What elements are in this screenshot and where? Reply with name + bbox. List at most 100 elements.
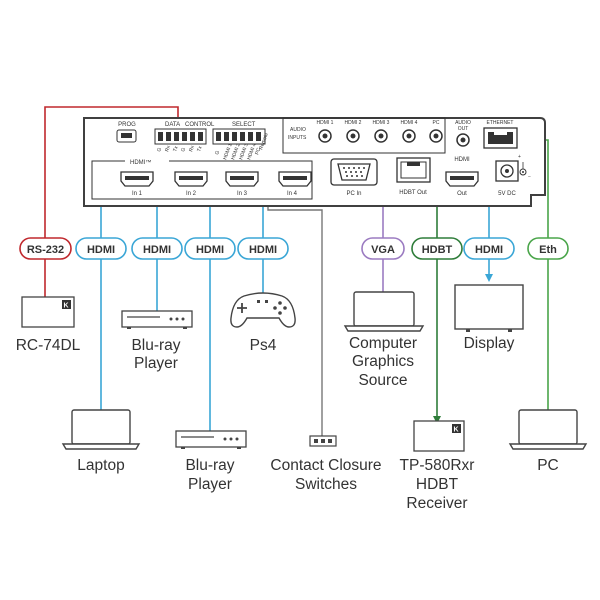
hdmi-pill-out: HDMI [463,237,515,260]
hdmi-input-group [91,160,313,200]
audio-jack-label-2: HDMI 2 [345,120,362,126]
bluray-player-top-device [121,310,193,329]
select-pin-labels: G HDMI 1 HDMI 2 HDMI 3 HDMI 4 PC [214,143,262,161]
svg-text:HDMI 3: HDMI 3 [238,143,250,161]
svg-text:HDMI: HDMI [87,244,115,256]
laptop-label: Laptop [77,457,124,474]
svg-text:Rx: Rx [188,144,196,152]
hdmi-cable-in3 [209,174,230,431]
tp580rxr-device: K [413,420,465,452]
audio-in-hdmi1-jack[interactable] [318,129,332,143]
svg-text:HDBT: HDBT [422,244,453,256]
hdbt-pill: HDBT [411,237,463,260]
select-terminal-pins [216,132,261,141]
receiver-label-1: TP-580Rxr [400,457,475,474]
svg-text:PC: PC [254,147,262,156]
select-label: SELECT [232,122,256,128]
bluray-top-label-2: Player [134,355,178,372]
hdbt-out-label: HDBT Out [399,190,427,196]
in4-label: In 4 [287,191,298,197]
audio-jack-label-3: HDMI 3 [373,120,390,126]
power-jack[interactable] [495,160,519,182]
kramer-logo-icon [62,300,71,309]
svg-text:Tx: Tx [196,145,204,153]
hdmi-pill-in4: HDMI [237,237,289,260]
ethernet-label: ETHERNET [487,120,514,126]
rs232-pill: RS-232 [19,237,72,260]
gamepad-icon [230,292,296,328]
control-label: CONTROL [185,122,215,128]
svg-text:Rx: Rx [164,144,172,152]
svg-text:K: K [454,427,459,434]
in1-label: In 1 [132,191,143,197]
rs232-cable [44,106,179,297]
audio-jack-label-4: HDMI 4 [401,120,418,126]
out-label: Out [457,191,467,197]
computer-label-2: Graphics [352,353,414,370]
contact-label-1: Contact Closure [270,457,381,474]
computer-label-3: Source [358,372,407,389]
svg-text:HDMI: HDMI [196,244,224,256]
hdbt-out-port[interactable] [396,157,431,183]
pc-laptop-icon [508,409,588,450]
bluray-player-bottom-device [175,430,247,449]
receiver-label-2: HDBT [416,476,459,493]
rc74dl-label: RC-74DL [16,337,81,354]
svg-text:HDMI 4: HDMI 4 [246,143,258,161]
audio-in-hdmi3-jack[interactable] [374,129,388,143]
audio-in-pc-jack[interactable] [429,129,443,143]
power-label: 5V DC [498,191,516,197]
bluray-top-label-1: Blu-ray [131,337,180,354]
pc-label: PC [537,457,559,474]
display-label: Display [464,335,515,352]
data-pin-labels: G Rx Tx G Rx Tx [156,144,204,152]
hdmi-out-port[interactable] [445,171,479,187]
power-minus: − [528,174,531,180]
svg-text:G: G [214,150,221,156]
pc-in-label: PC In [346,191,361,197]
audio-inputs-label-1: AUDIO [290,127,306,133]
hdmi-group-label: HDMI™ [130,159,151,166]
audio-in-hdmi2-jack[interactable] [346,129,360,143]
eth-pill: Eth [527,237,569,260]
prog-label: PROG [118,122,136,128]
bluray-bottom-label-1: Blu-ray [185,457,234,474]
audio-out-jack[interactable] [456,133,470,147]
receiver-label-3: Receiver [406,495,467,512]
kramer-logo-icon-receiver [452,424,461,433]
hdmi-in-1-port[interactable] [120,171,154,187]
vga-port[interactable] [330,158,378,186]
svg-text:HDMI 2: HDMI 2 [230,143,242,161]
audio-out-label-2: OUT [458,126,469,132]
svg-text:HDMI: HDMI [143,244,171,256]
hdmi-in-2-port[interactable] [174,171,208,187]
vga-pill: VGA [361,237,405,260]
svg-text:K: K [64,303,69,310]
svg-text:HDMI: HDMI [475,244,503,256]
hdmi-in-4-port[interactable] [278,171,312,187]
in3-label: In 3 [237,191,248,197]
data-label: DATA [165,122,180,128]
svg-text:G: G [180,147,187,153]
svg-text:G: G [156,147,163,153]
svg-text:HDMI 1: HDMI 1 [222,143,234,161]
computer-label-1: Computer [349,335,417,352]
hdmi-pill-in3: HDMI [184,237,236,260]
audio-jack-label-5: PC [433,120,440,126]
audio-jack-label-1: HDMI 1 [317,120,334,126]
audio-inputs-label-2: INPUTS [288,135,307,141]
audio-input-group [282,117,446,154]
hdmi-pill-in2: HDMI [131,237,183,260]
svg-text:VGA: VGA [371,244,395,256]
power-polarity-icon [519,162,527,176]
laptop-icon [61,409,141,450]
contact-label-2: Switches [295,476,357,493]
ethernet-port[interactable] [483,127,518,149]
in2-label: In 2 [186,191,197,197]
hdmi-in-3-port[interactable] [225,171,259,187]
computer-laptop-icon [343,291,425,332]
contact-closure-icon [309,435,337,447]
hdmi-pill-in1: HDMI [75,237,127,260]
audio-in-hdmi4-jack[interactable] [402,129,416,143]
